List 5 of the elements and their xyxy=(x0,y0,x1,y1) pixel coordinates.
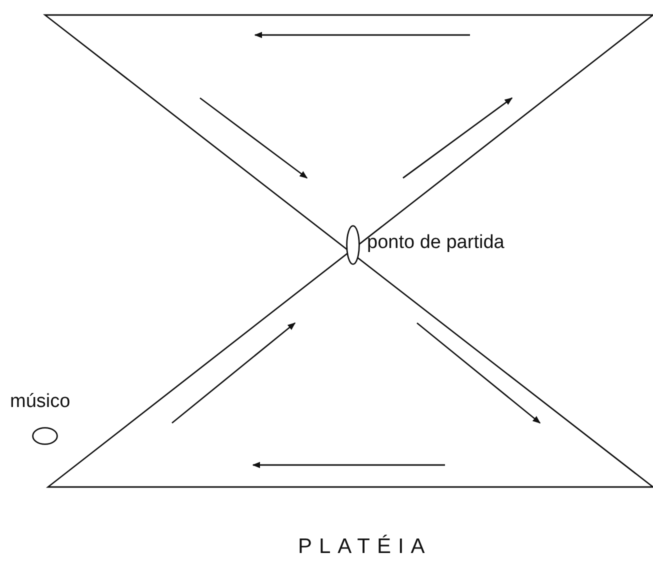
audience-label: PLATÉIA xyxy=(298,535,432,559)
shape-caption: músico xyxy=(10,391,70,413)
shape-caption: ponto de partida xyxy=(367,232,504,254)
start-point-marker xyxy=(346,225,360,265)
musician-marker xyxy=(32,427,58,445)
